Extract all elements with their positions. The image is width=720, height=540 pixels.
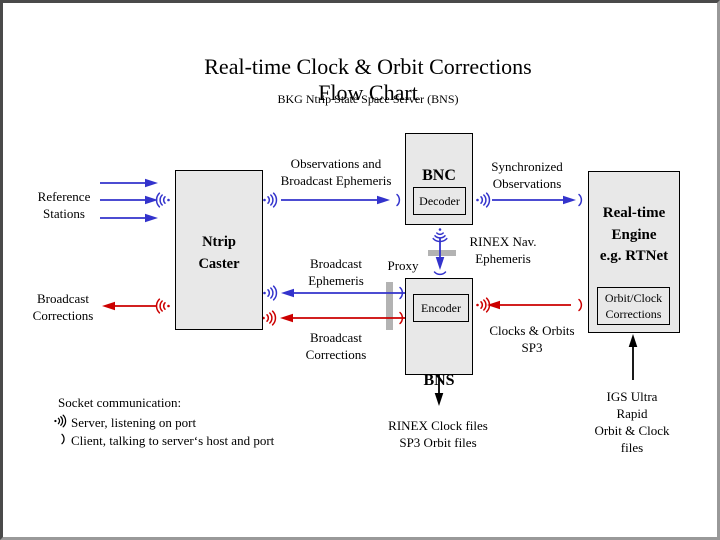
arrow-reference-station-3 xyxy=(100,213,158,223)
label-rinex-nav: RINEX Nav. Ephemeris xyxy=(469,234,537,266)
arrow-reference-station-1 xyxy=(100,178,158,188)
node-bnc: BNC Decoder xyxy=(405,133,473,225)
server-socket-icon xyxy=(155,298,170,314)
server-socket-icon xyxy=(263,192,278,208)
node-engine-orbit-clock: Orbit/Clock Corrections xyxy=(597,287,670,325)
client-socket-icon xyxy=(399,311,404,325)
node-bns-encoder: Encoder xyxy=(413,294,469,322)
server-socket-icon xyxy=(263,285,278,301)
label-observations: Observations and Broadcast Ephemeris xyxy=(280,156,392,188)
server-socket-icon xyxy=(54,414,67,428)
client-socket-icon xyxy=(61,433,65,445)
node-bnc-label: BNC xyxy=(422,167,456,184)
server-socket-icon xyxy=(262,310,277,326)
arrow-synchronized-to-engine xyxy=(492,195,576,205)
label-reference-stations: Reference Stations xyxy=(37,189,91,221)
arrow-broadcast-ephemeris-to-caster xyxy=(281,288,425,298)
label-rinex-clock-files: RINEX Clock files SP3 Orbit files xyxy=(388,418,488,450)
label-broadcast-ephemeris: Broadcast Ephemeris xyxy=(308,256,364,288)
node-engine-label: Real-time Engine e.g. RTNet xyxy=(599,205,669,264)
label-proxy: Proxy xyxy=(387,258,419,273)
legend-heading: Socket communication: xyxy=(58,395,182,410)
client-socket-icon xyxy=(396,193,401,207)
label-synchronized: Synchronized Observations xyxy=(491,159,563,191)
client-socket-icon xyxy=(578,298,583,312)
label-broadcast-corrections-out: Broadcast Corrections xyxy=(32,291,94,323)
legend-client-label: Client, talking to server‘s host and por… xyxy=(71,433,275,448)
proxy-bar-horizontal xyxy=(428,250,456,256)
proxy-bar-vertical xyxy=(386,282,393,330)
arrow-igs-to-engine xyxy=(628,334,638,380)
arrow-broadcast-corrections-to-caster xyxy=(280,313,425,323)
node-ntrip-caster: Ntrip Caster xyxy=(175,170,263,330)
legend-server-label: Server, listening on port xyxy=(71,415,197,430)
label-clocks-orbits: Clocks & Orbits SP3 xyxy=(489,323,575,355)
server-socket-icon xyxy=(476,297,491,313)
label-broadcast-corrections-mid: Broadcast Corrections xyxy=(305,330,367,362)
node-bns-label: BNS xyxy=(423,372,455,389)
arrow-reference-station-2 xyxy=(100,195,158,205)
flow-wires-layer xyxy=(54,178,638,445)
client-socket-icon xyxy=(433,271,447,276)
page-title: Real-time Clock & Orbit Corrections Flow… xyxy=(204,54,532,105)
node-bns: Encoder BNS xyxy=(405,278,473,389)
node-bnc-decoder: Decoder xyxy=(413,187,466,215)
server-socket-icon xyxy=(432,228,448,243)
arrow-broadcast-corrections-out xyxy=(102,301,156,311)
client-socket-icon xyxy=(399,286,404,300)
arrow-observations-to-bnc xyxy=(281,195,390,205)
arrow-bns-output-files xyxy=(434,375,444,406)
node-realtime-engine: Real-time Engine e.g. RTNet Orbit/Clock … xyxy=(588,171,680,333)
arrow-clocks-orbits-to-bns xyxy=(487,300,571,310)
client-socket-icon xyxy=(578,193,583,207)
server-socket-icon xyxy=(476,192,491,208)
server-socket-icon xyxy=(155,192,170,208)
page-subtitle: BKG Ntrip State Space Server (BNS) xyxy=(277,92,459,106)
label-igs-ultra-rapid: IGS Ultra Rapid Orbit & Clock files xyxy=(594,389,670,455)
